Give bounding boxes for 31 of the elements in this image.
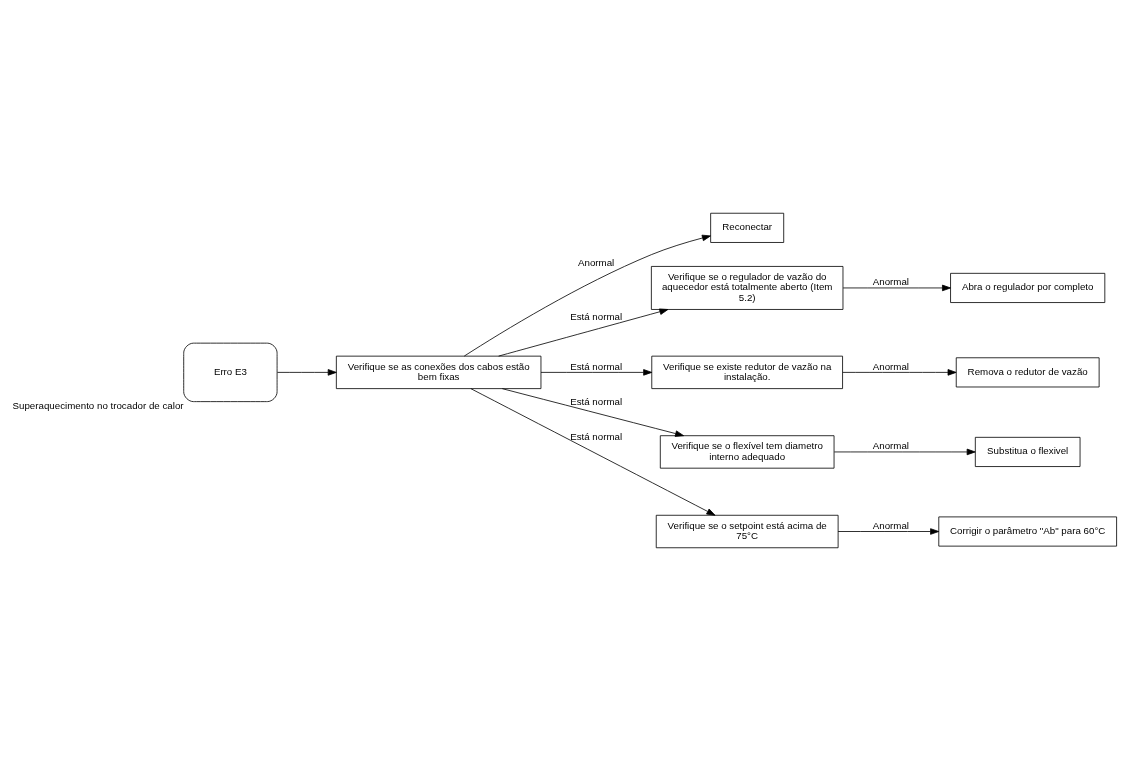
arrow <box>276 369 337 376</box>
edge-label: Está normal <box>570 431 623 443</box>
node-box: Verifique se o setpoint está acima de 75°C <box>655 514 839 549</box>
arrow <box>842 284 951 292</box>
arrow <box>540 369 653 376</box>
edge-label: Anormal <box>872 440 910 452</box>
node-box: Verifique se existe redutor de vazão na instalação. <box>651 355 843 390</box>
node-box: Verifique se o regulador de vazão do aquecedor está totalmente aberto (Item 5.2) <box>650 266 844 310</box>
node-box: Corrigir o parâmetro "Ab" para 60°C <box>938 516 1117 547</box>
node-box: Substitua o flexivel <box>974 436 1081 467</box>
edge-label: Está normal <box>570 396 623 408</box>
node-box: Erro E3 <box>183 342 278 402</box>
edge-label: Anormal <box>578 256 615 268</box>
edge-label: Anormal <box>872 360 910 372</box>
arrow <box>833 448 976 456</box>
node-box: Abra o regulador por completo <box>950 272 1106 303</box>
node-box: Verifique se as conexões dos cabos estão bem fixas <box>335 355 542 390</box>
arrow <box>498 308 669 357</box>
arrow <box>470 388 716 516</box>
edge-label: Anormal <box>872 519 910 531</box>
arrow <box>463 234 711 357</box>
node-label: Superaquecimento no trocador de calor <box>12 400 184 412</box>
node-box: Reconectar <box>710 212 785 243</box>
arrow <box>501 388 684 437</box>
edge-label: Anormal <box>872 276 910 288</box>
arrow <box>842 369 957 376</box>
edge-label: Está normal <box>570 311 623 323</box>
node-box: Remova o redutor de vazão <box>955 357 1100 388</box>
edge-label: Está normal <box>570 360 623 372</box>
node-box: Verifique se o flexível tem diametro interno adequado <box>659 435 835 469</box>
arrow <box>837 528 940 535</box>
